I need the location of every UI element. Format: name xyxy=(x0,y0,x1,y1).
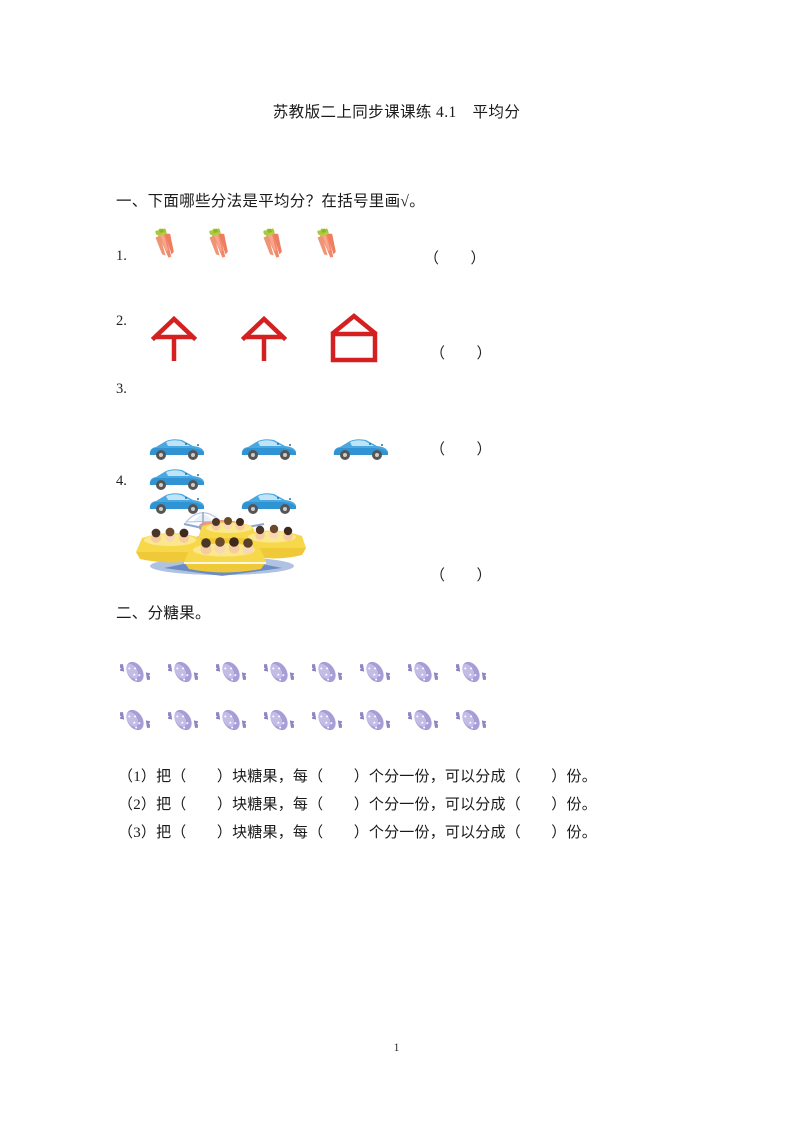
candy-icon xyxy=(309,703,345,737)
candy-icon xyxy=(405,703,441,737)
fill-in-line-3[interactable]: （3）把（ ）块糖果，每（ ）个分一份，可以分成（ ）份。 xyxy=(118,825,597,841)
candy-icon xyxy=(165,655,201,689)
candy-row-2 xyxy=(117,703,489,737)
candy-icon xyxy=(213,703,249,737)
candy-row-1 xyxy=(117,655,489,689)
item-4-answer-box[interactable]: （ ） xyxy=(430,568,493,584)
candy-icon xyxy=(357,655,393,689)
car-icon xyxy=(146,466,208,492)
carrot-icon xyxy=(307,224,347,264)
candy-icon xyxy=(453,703,489,737)
page-number: 1 xyxy=(393,1040,400,1054)
candy-icon xyxy=(261,703,297,737)
candy-icon xyxy=(453,655,489,689)
house-icon xyxy=(328,312,380,369)
carousel-illustration xyxy=(124,498,320,576)
carrot-illustration xyxy=(145,224,347,264)
item-3-number: 3. xyxy=(116,381,127,397)
candy-icon xyxy=(165,703,201,737)
item-1-answer-box[interactable]: （ ） xyxy=(424,251,487,267)
item-1-number: 1. xyxy=(116,248,127,264)
carrot-icon xyxy=(253,224,293,264)
carrot-icon xyxy=(145,224,185,264)
arrow-up-icon xyxy=(238,312,290,369)
candy-icon xyxy=(309,655,345,689)
candy-illustration xyxy=(117,655,489,737)
item-3-answer-box[interactable]: （ ） xyxy=(430,442,493,458)
car-icon xyxy=(146,490,208,516)
item-2-number: 2. xyxy=(116,313,127,329)
red-shapes-illustration xyxy=(148,312,380,369)
item-2-answer-box[interactable]: （ ） xyxy=(430,346,493,362)
car-icon xyxy=(238,436,300,462)
section-2-heading: 二、分糖果。 xyxy=(116,605,211,622)
candy-icon xyxy=(117,655,153,689)
arrow-up-icon xyxy=(148,312,200,369)
fill-in-line-1[interactable]: （1）把（ ）块糖果，每（ ）个分一份，可以分成（ ）份。 xyxy=(118,769,597,785)
carrot-icon xyxy=(199,224,239,264)
candy-icon xyxy=(117,703,153,737)
candy-icon xyxy=(405,655,441,689)
fill-in-line-2[interactable]: （2）把（ ）块糖果，每（ ）个分一份，可以分成（ ）份。 xyxy=(118,797,597,813)
candy-icon xyxy=(213,655,249,689)
car-row-1 xyxy=(146,436,392,462)
car-row-2 xyxy=(146,466,208,492)
section-1-heading: 一、下面哪些分法是平均分？在括号里画√。 xyxy=(116,193,426,210)
candy-icon xyxy=(261,655,297,689)
candy-icon xyxy=(357,703,393,737)
car-row-3 xyxy=(146,490,300,516)
car-icon xyxy=(330,436,392,462)
car-icon xyxy=(238,490,300,516)
item-4-number: 4. xyxy=(116,473,127,489)
page-title: 苏教版二上同步课课练 4.1 平均分 xyxy=(272,104,521,121)
car-icon xyxy=(146,436,208,462)
